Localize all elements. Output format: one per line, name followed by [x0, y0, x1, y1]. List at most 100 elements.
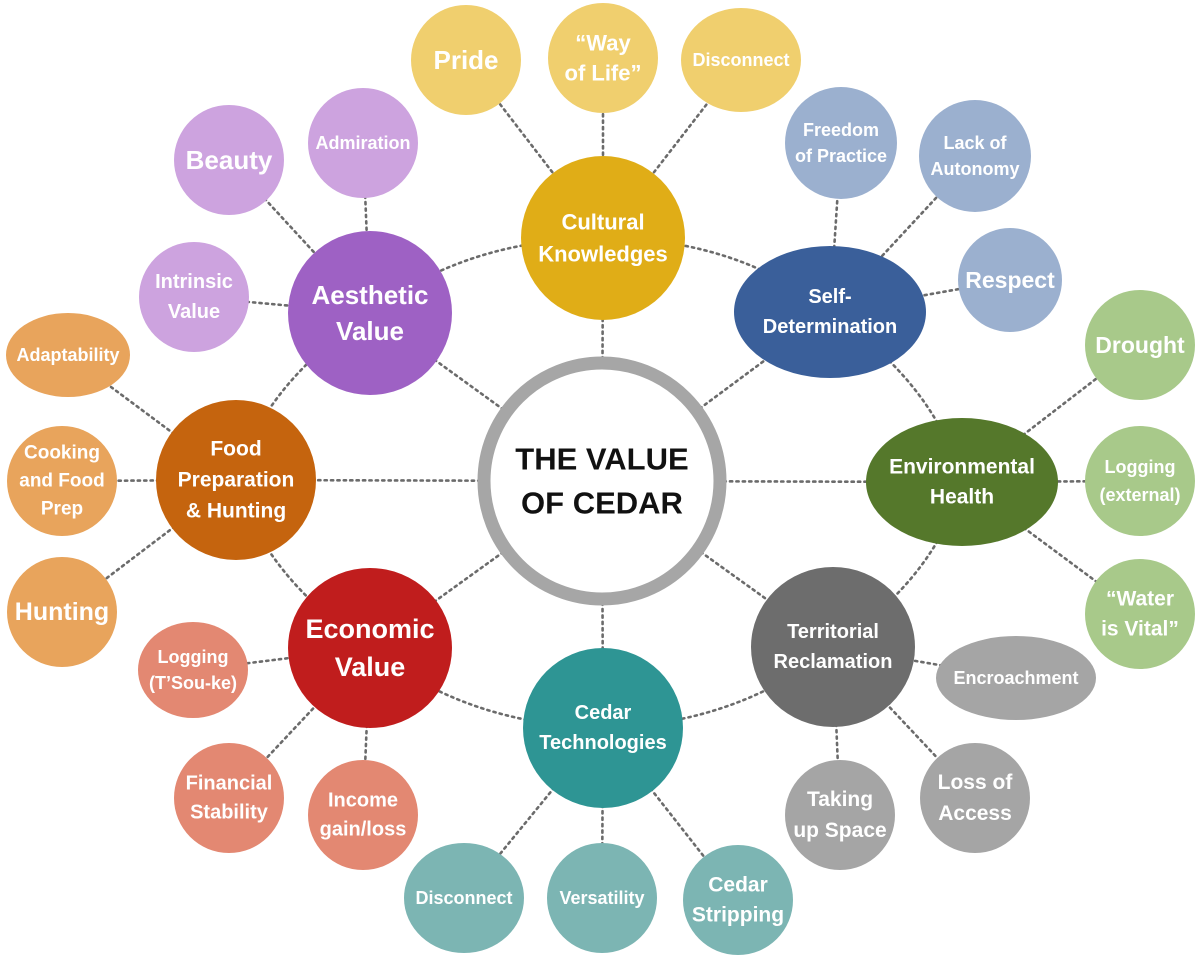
leaf-bubble [1085, 290, 1195, 400]
hub-label-line: Preparation [178, 469, 295, 492]
leaf-node-self-determination-2: Respect [958, 228, 1062, 332]
hub-bubble [521, 156, 685, 320]
hub-label-line: Food [210, 438, 261, 461]
hub-label-line: Value [336, 316, 404, 346]
leaf-label-line: Intrinsic [155, 271, 233, 293]
center-title-line: OF CEDAR [521, 486, 683, 521]
leaf-bubble [547, 843, 657, 953]
leaf-bubble [785, 87, 897, 199]
leaf-node-cultural-0: Pride [411, 5, 521, 115]
leaf-label-line: Cedar [708, 874, 768, 897]
leaf-node-environmental-0: Drought [1085, 290, 1195, 400]
hub-label-line: Health [930, 486, 994, 509]
leaf-bubble [7, 557, 117, 667]
leaf-label-line: Stability [190, 802, 269, 824]
leaf-label-line: Pride [433, 45, 498, 75]
hub-label-line: Territorial [787, 621, 879, 643]
leaf-node-territorial-0: Encroachment [936, 636, 1096, 720]
leaf-label-line: Logging [158, 647, 229, 667]
leaf-label-line: Adaptability [16, 345, 119, 365]
leaf-bubble [404, 843, 524, 953]
leaf-bubble [958, 228, 1062, 332]
leaf-bubble [1085, 426, 1195, 536]
leaf-bubble [920, 743, 1030, 853]
leaf-bubble [1085, 559, 1195, 669]
leaf-label-line: Logging [1105, 457, 1176, 477]
leaf-label-line: Prep [41, 499, 83, 520]
leaf-label-line: of Life” [565, 61, 642, 86]
leaf-label-line: Cooking [24, 443, 100, 464]
hub-bubble [156, 400, 316, 560]
hub-bubble [734, 246, 926, 378]
leaf-label-line: is Vital” [1101, 618, 1179, 641]
leaf-bubble [174, 105, 284, 215]
leaf-bubble [308, 88, 418, 198]
hub-label-line: Aesthetic [311, 280, 428, 310]
leaf-label-line: Freedom [803, 120, 879, 140]
hub-label-line: Technologies [539, 732, 666, 754]
leaf-bubble [139, 242, 249, 352]
leaf-bubble [683, 845, 793, 955]
hub-ring-arc [368, 236, 605, 315]
leaf-node-food-2: Adaptability [6, 313, 130, 397]
center-title-line: THE VALUE [515, 442, 688, 477]
leaf-bubble [7, 426, 117, 536]
hub-label-line: Reclamation [774, 651, 893, 673]
leaf-label-line: Access [938, 802, 1012, 825]
hub-label-line: Cultural [561, 210, 644, 235]
leaf-label-line: (T’Sou-ke) [149, 673, 237, 693]
leaf-label-line: Financial [186, 773, 273, 795]
leaf-label-line: Autonomy [931, 159, 1020, 179]
leaf-bubble [548, 3, 658, 113]
hub-label-line: Economic [305, 614, 434, 644]
leaf-label-line: Versatility [559, 888, 644, 908]
leaf-label-line: “Water [1106, 588, 1174, 611]
hub-label-line: Value [335, 652, 406, 682]
leaf-node-cedar-tech-1: Versatility [547, 843, 657, 953]
hub-ring-arc [601, 645, 835, 730]
leaf-bubble [936, 636, 1096, 720]
leaf-bubble [785, 760, 895, 870]
leaf-node-cultural-2: Disconnect [681, 8, 801, 112]
hub-bubble [288, 568, 452, 728]
hub-label-line: Self- [808, 286, 851, 308]
leaf-node-cedar-tech-2: Disconnect [404, 843, 524, 953]
leaf-bubble [174, 743, 284, 853]
leaf-label-line: Admiration [315, 133, 410, 153]
hub-label-line: Determination [763, 316, 897, 338]
hub-bubble [523, 648, 683, 808]
leaf-label-line: Disconnect [692, 50, 789, 70]
leaf-label-line: Value [168, 301, 220, 323]
branch-cedar-tech-2 [462, 726, 605, 900]
leaf-label-line: Taking [807, 788, 873, 811]
hub-label-line: & Hunting [186, 500, 286, 523]
leaf-label-line: and Food [19, 471, 104, 492]
leaf-label-line: up Space [793, 819, 886, 842]
leaf-label-line: Encroachment [953, 668, 1078, 688]
leaf-label-line: Income [328, 790, 398, 812]
hub-bubble [751, 567, 915, 727]
leaf-label-line: Disconnect [415, 888, 512, 908]
hub-label-line: Environmental [889, 456, 1035, 479]
leaf-node-territorial-2: Taking up Space [785, 760, 895, 870]
center-ring [477, 356, 727, 606]
leaf-label-line: (external) [1099, 485, 1180, 505]
leaf-label-line: Stripping [692, 904, 784, 927]
hub-node-self-determination: Self- Determination [734, 246, 926, 378]
leaf-node-aesthetic-2: Admiration [308, 88, 418, 198]
leaf-bubble [6, 313, 130, 397]
leaf-node-environmental-1: Logging (external) [1085, 426, 1195, 536]
